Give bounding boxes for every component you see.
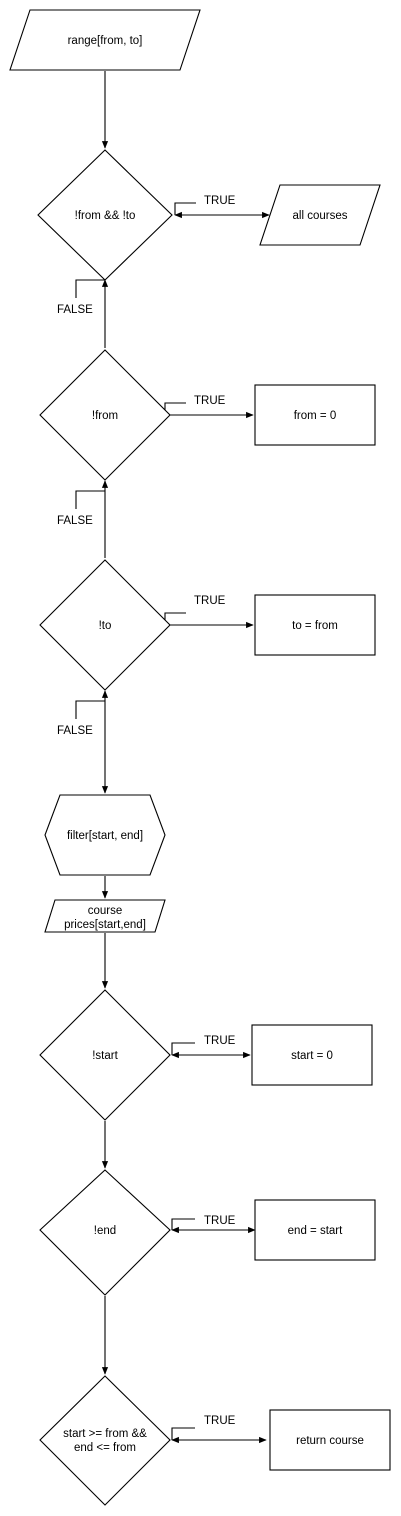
edge-label-true: TRUE (194, 395, 226, 407)
edge-label-true: TRUE (204, 1035, 236, 1047)
filter-node[interactable]: filter[start, end] (44, 794, 166, 876)
edge-label-true: TRUE (194, 595, 226, 607)
return-course-label: return course (296, 1435, 364, 1447)
edge-label-true: TRUE (204, 1215, 236, 1227)
set-to-node[interactable]: to = from (254, 594, 376, 656)
edge-checkfrom-false-hook (75, 490, 105, 509)
check-end-label: !end (94, 1225, 116, 1237)
set-to-label: to = from (292, 620, 338, 632)
check-from-label: !from (92, 410, 118, 422)
set-end-label: end = start (288, 1225, 343, 1237)
edge-label-false: FALSE (57, 304, 93, 316)
check-range-label-line2: end <= from (74, 1442, 136, 1454)
check-from-node[interactable]: !from (39, 349, 171, 481)
course-prices-node[interactable]: course prices[start,end] (44, 899, 166, 933)
set-end-node[interactable]: end = start (254, 1199, 376, 1261)
check-range-node[interactable]: start >= from && end <= from (39, 1375, 171, 1506)
edge-checkstart-true-hook (171, 1042, 195, 1055)
check-end-node[interactable]: !end (39, 1169, 171, 1296)
all-courses-node[interactable]: all courses (259, 184, 381, 246)
range-input-label: range[from, to] (68, 35, 143, 47)
edge-check1-true-hook (174, 202, 196, 215)
all-courses-label: all courses (293, 210, 348, 222)
range-input-node[interactable]: range[from, to] (9, 9, 201, 71)
check-to-label: !to (99, 620, 112, 632)
edge-checkend-true-hook (171, 1218, 195, 1230)
set-from-label: from = 0 (294, 410, 337, 422)
course-prices-label-line2: prices[start,end] (64, 919, 146, 931)
course-prices-label-line1: course (88, 905, 123, 917)
check-to-node[interactable]: !to (39, 559, 171, 691)
return-course-node[interactable]: return course (269, 1409, 391, 1471)
edge-label-true: TRUE (204, 1415, 236, 1427)
check-range-label-line1: start >= from && (63, 1428, 147, 1440)
set-start-label: start = 0 (291, 1050, 333, 1062)
edge-checkto-false-hook (75, 700, 105, 719)
check-from-and-to-label: !from && !to (75, 210, 136, 222)
check-start-label: !start (92, 1050, 118, 1062)
set-start-node[interactable]: start = 0 (251, 1024, 373, 1086)
edge-label-false: FALSE (57, 725, 93, 737)
edge-checkrange-true-hook (171, 1427, 195, 1440)
check-from-and-to-node[interactable]: !from && !to (37, 149, 173, 281)
check-start-node[interactable]: !start (39, 989, 171, 1121)
filter-label: filter[start, end] (67, 830, 143, 842)
edge-label-false: FALSE (57, 515, 93, 527)
edge-label-true: TRUE (204, 195, 236, 207)
edge-check1-false-hook (75, 279, 105, 298)
set-from-node[interactable]: from = 0 (254, 384, 376, 446)
